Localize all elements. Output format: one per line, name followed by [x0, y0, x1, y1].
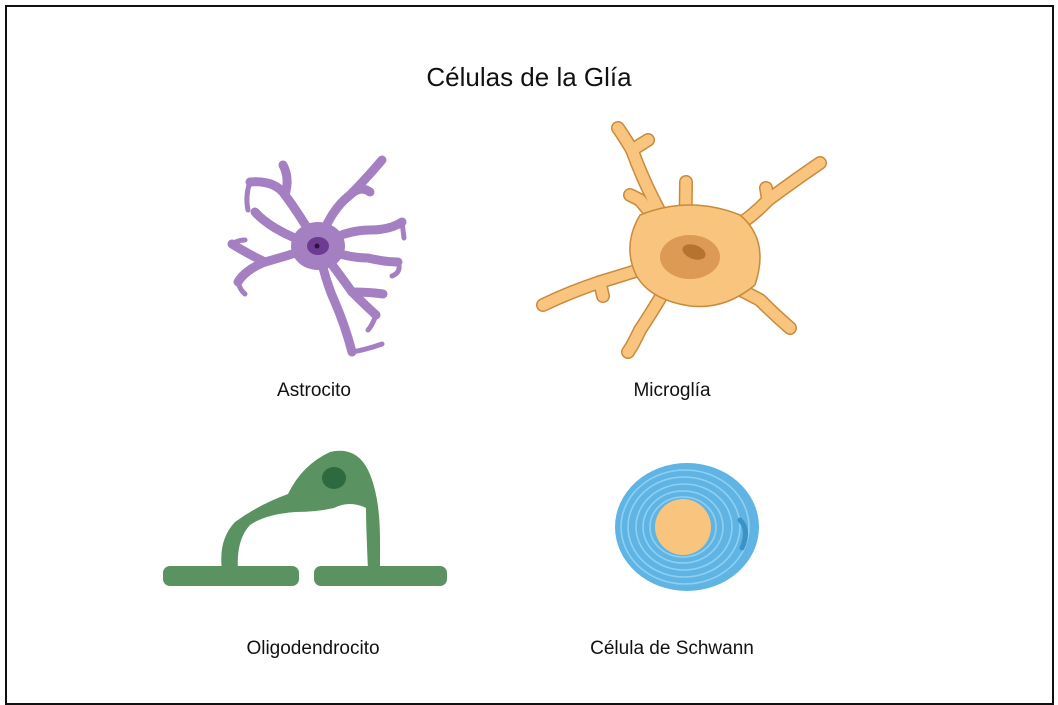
diagram-frame	[5, 5, 1054, 705]
astrocyte-label: Astrocito	[277, 380, 351, 401]
oligodendrocyte-icon	[163, 450, 447, 586]
schwann-cell-icon	[615, 463, 759, 591]
astrocyte-icon	[227, 155, 407, 357]
oligodendrocyte-label: Oligodendrocito	[246, 638, 380, 659]
diagram-title: Células de la Glía	[426, 62, 632, 92]
schwann-cell-label: Célula de Schwann	[590, 638, 754, 659]
microglia-label: Microglía	[633, 380, 711, 401]
microglia-icon	[536, 121, 827, 359]
